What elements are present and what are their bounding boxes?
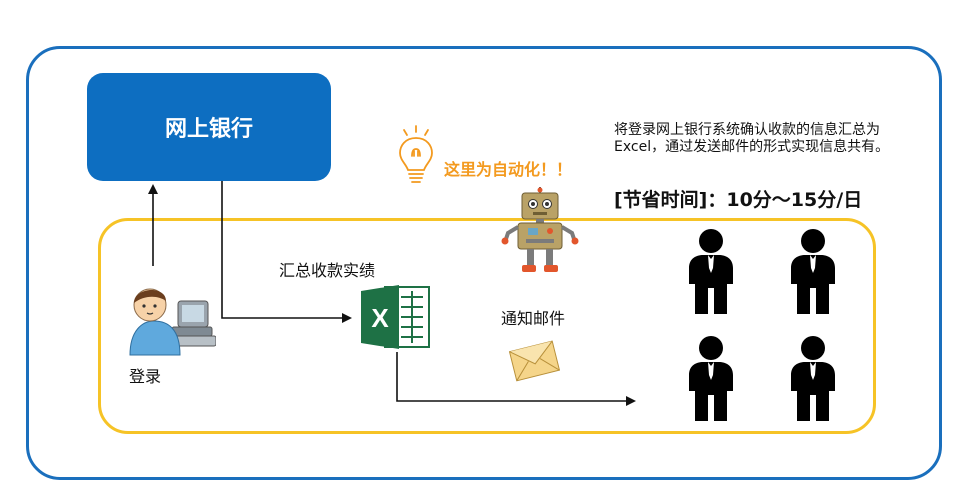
outer-frame: [26, 46, 942, 480]
online-banking-title: 网上银行: [164, 117, 253, 142]
user-at-computer-icon: [129, 288, 216, 356]
person-icon: [791, 229, 835, 314]
process-description: 将登录网上银行系统确认收款的信息汇总为Excel，通过发送邮件的形式实现信息共有…: [614, 122, 890, 155]
bank-to-excel-arrow: [221, 181, 352, 323]
excel-to-staff-arrow: [396, 352, 636, 406]
login-label: 登录: [129, 367, 162, 386]
robot-icon: [501, 187, 579, 272]
lightbulb-icon: [399, 125, 433, 183]
person-icon: [791, 336, 835, 421]
online-banking-box: 网上银行: [87, 73, 331, 181]
time-saving-note: [节省时间]：10分～15分/日: [614, 189, 863, 211]
notify-mail-label: 通知邮件: [501, 309, 566, 328]
person-icon: [689, 229, 733, 314]
svg-text:X: X: [371, 303, 389, 333]
excel-icon: X: [361, 285, 430, 349]
envelope-icon: [508, 340, 560, 382]
summarize-label: 汇总收款实绩: [279, 261, 376, 280]
inner-frame: [98, 218, 876, 434]
person-icon: [689, 336, 733, 421]
automation-label: 这里为自动化！！: [444, 160, 573, 179]
